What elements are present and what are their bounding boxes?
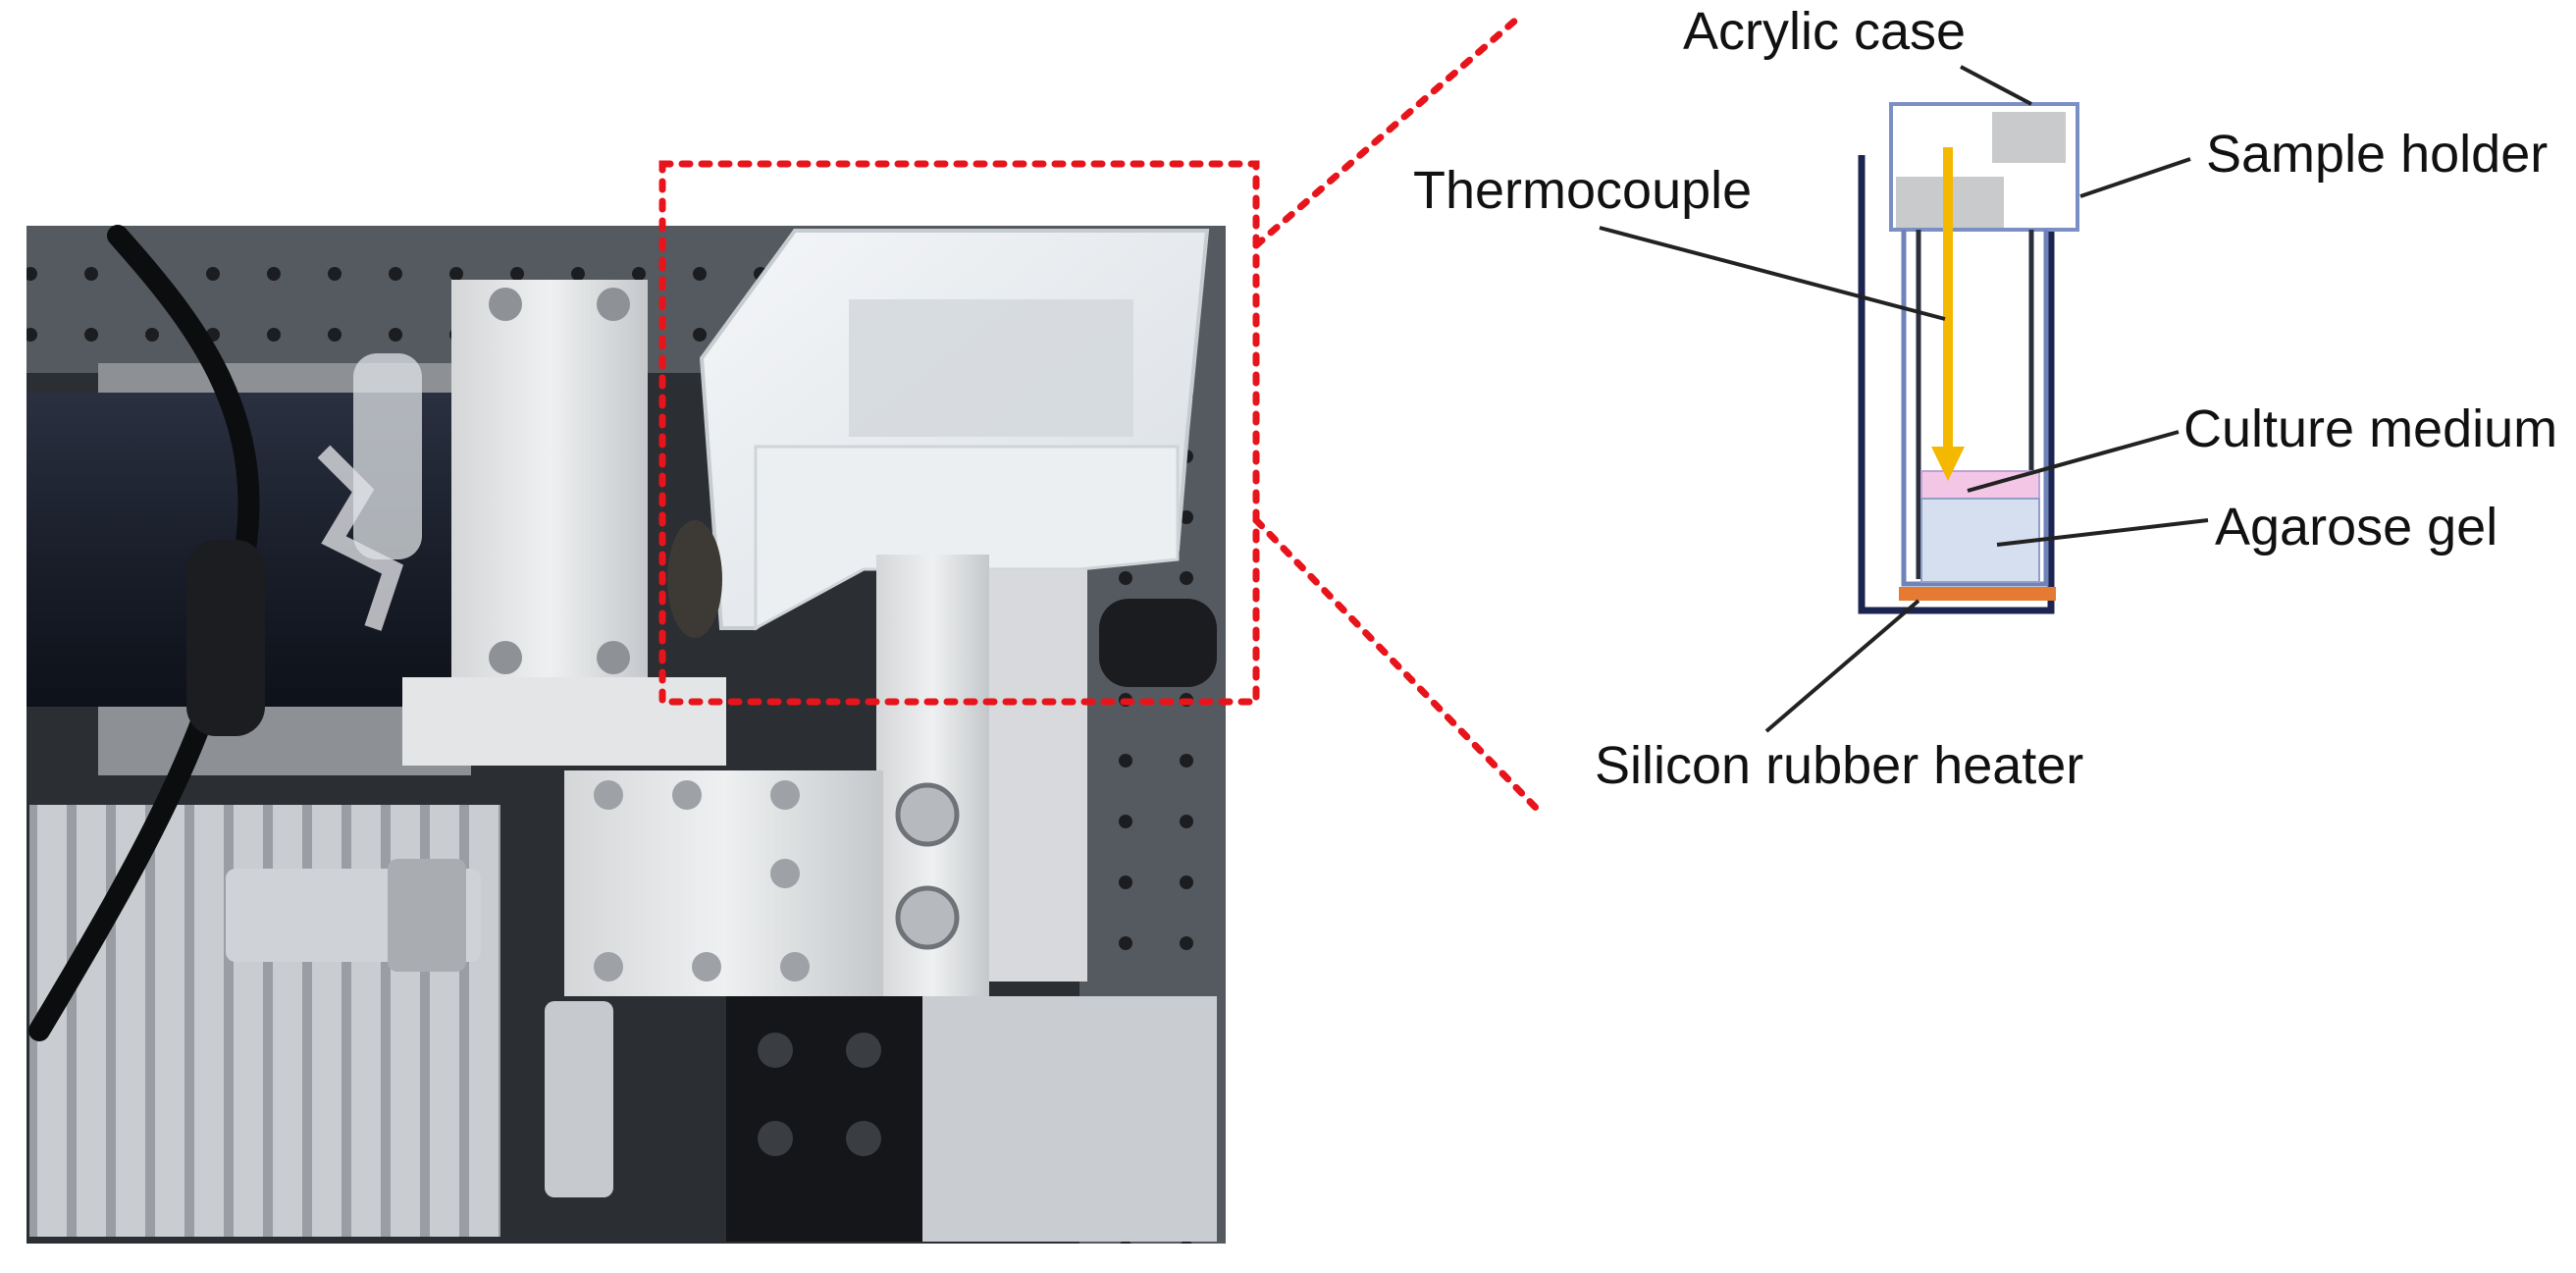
- lower-block: [402, 677, 726, 766]
- aluminum-base-right: [922, 996, 1217, 1242]
- zoom-callout: [658, 16, 1545, 817]
- stage-holes: [758, 1033, 881, 1156]
- label-acrylic-case: Acrylic case: [1683, 2, 1966, 61]
- callout-box: [658, 160, 1260, 706]
- label-agarose-gel: Agarose gel: [2215, 498, 2497, 557]
- mount-screw: [489, 288, 522, 321]
- callout-line-bottom: [1252, 516, 1545, 817]
- sample-holder-tube: [1901, 230, 2049, 587]
- label-sample-holder: Sample holder: [2206, 125, 2548, 184]
- knob-screw: [895, 885, 960, 950]
- apparatus-photo: [26, 225, 1226, 1244]
- label-thermocouple: Thermocouple: [1413, 161, 1752, 220]
- outer-case: [1858, 155, 2055, 614]
- mount-screw: [597, 288, 630, 321]
- sample-holder-cap-shade: [1992, 112, 2066, 163]
- schematic: Acrylic case Sample holder Thermocouple …: [1413, 2, 2557, 795]
- ferrite-core: [186, 540, 265, 736]
- black-stage: [726, 996, 922, 1242]
- leader-thermocouple: [1599, 226, 1946, 321]
- leader-agarose-gel: [1996, 518, 2209, 547]
- micrometer-thimble: [388, 859, 466, 972]
- label-culture-medium: Culture medium: [2183, 399, 2557, 458]
- tube-tape-marks: [317, 445, 404, 631]
- thermocouple-arrowhead: [1931, 447, 1965, 481]
- stage-screws: [594, 780, 810, 981]
- heater-strip: [1899, 587, 2056, 601]
- clear-clip: [353, 353, 422, 559]
- label-heater: Silicon rubber heater: [1595, 736, 2083, 795]
- vertical-stand-bracket: [989, 569, 1087, 981]
- mount-screw: [489, 641, 522, 674]
- leader-culture-medium: [1967, 430, 2180, 493]
- leader-acrylic-case: [1960, 65, 2032, 106]
- knob-screw: [895, 782, 960, 847]
- callout-line-top: [1252, 16, 1520, 249]
- acrylic-case-inner-window: [849, 299, 1133, 437]
- micrometer-lower: [545, 1001, 613, 1197]
- sample-window: [667, 520, 722, 638]
- aluminum-mount-plate: [451, 280, 648, 692]
- leader-heater: [1764, 599, 1920, 733]
- dark-cable-right: [1099, 599, 1217, 687]
- mount-screw: [597, 641, 630, 674]
- leader-sample-holder: [2079, 157, 2191, 198]
- leader-lines: [1599, 65, 2209, 733]
